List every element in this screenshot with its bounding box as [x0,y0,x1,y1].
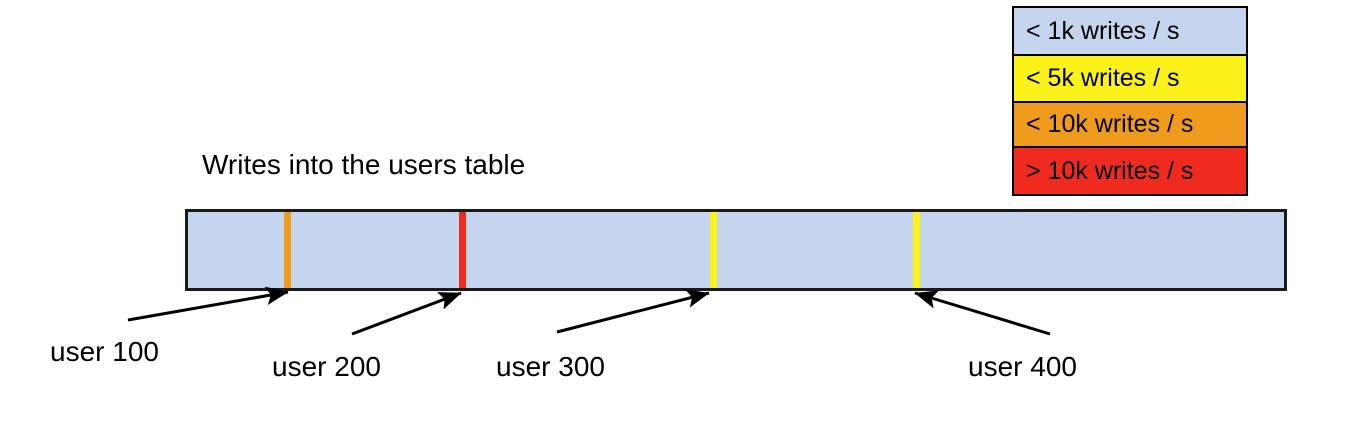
label-user-300: user 300 [496,351,605,382]
chart-title: Writes into the users table [202,149,526,180]
legend-item-label: < 1k writes / s [1026,16,1180,45]
bar-marker-user-200 [459,212,466,288]
legend: < 1k writes / s < 5k writes / s < 10k wr… [1012,6,1248,196]
legend-item-gt-10k: > 10k writes / s [1014,148,1246,194]
legend-item-label: > 10k writes / s [1026,156,1194,185]
label-user-100: user 100 [50,336,159,367]
legend-item-label: < 10k writes / s [1026,110,1194,138]
bar-marker-user-400 [913,212,920,288]
users-table-range-bar [185,209,1287,291]
arrow-user-200 [351,291,462,336]
arrow-user-300 [556,289,710,334]
bar-marker-user-100 [284,212,291,288]
label-user-400: user 400 [968,351,1077,382]
legend-item-lt-5k: < 5k writes / s [1014,56,1246,103]
legend-item-label: < 5k writes / s [1026,64,1180,92]
label-user-200: user 200 [272,351,381,382]
legend-item-lt-10k: < 10k writes / s [1014,103,1246,148]
legend-item-lt-1k: < 1k writes / s [1014,8,1246,56]
bar-marker-user-300 [710,212,717,288]
arrow-user-400 [914,290,1051,336]
arrow-user-100 [127,286,289,322]
